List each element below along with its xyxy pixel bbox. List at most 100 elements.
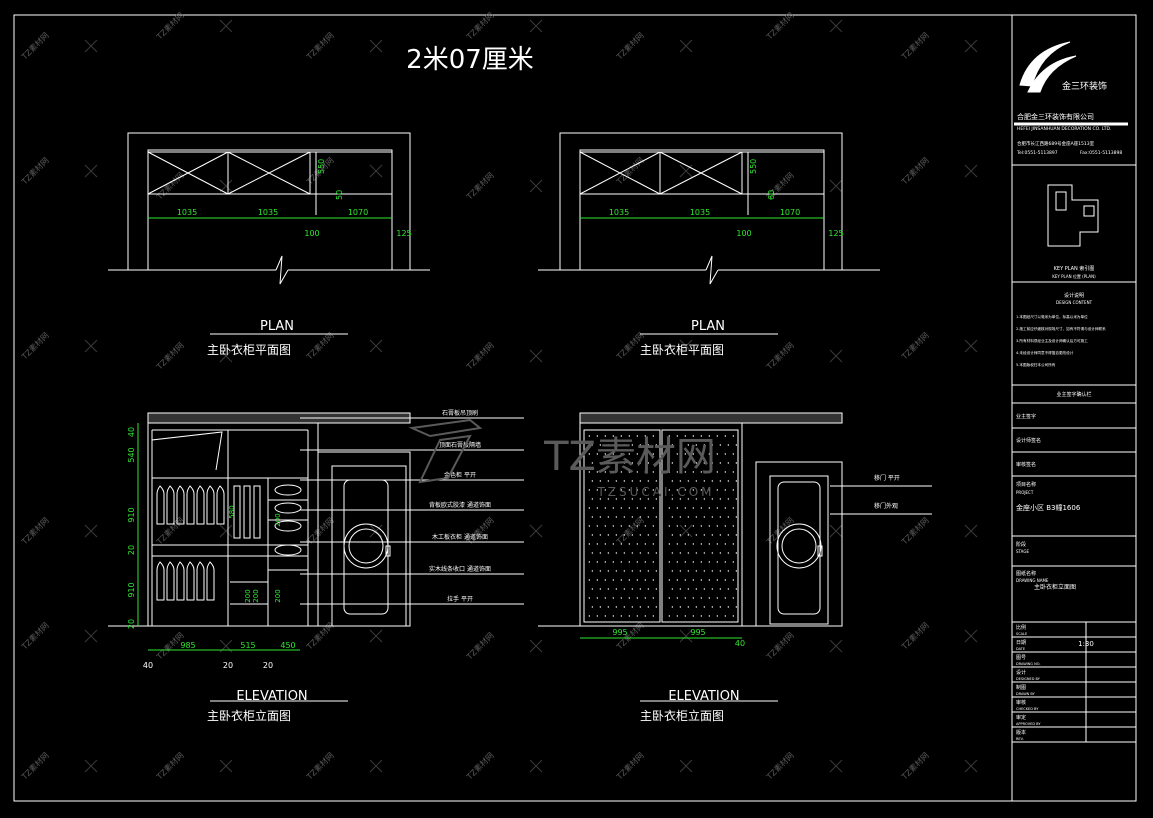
- hanging-garment: [206, 561, 215, 601]
- door-pattern-dot: [628, 471, 631, 473]
- door-pattern-dot: [591, 480, 594, 482]
- door-pattern-dot: [612, 543, 615, 545]
- door-pattern-dot: [687, 516, 690, 518]
- title-row-label: 审核: [1016, 699, 1026, 706]
- door-pattern-dot: [708, 615, 711, 617]
- door-pattern-dot: [708, 543, 711, 545]
- door-pattern-dot: [692, 597, 695, 599]
- door-pattern-dot: [687, 588, 690, 590]
- door-pattern-dot: [684, 435, 687, 437]
- door-pattern-dot: [636, 543, 639, 545]
- door-pattern-dot: [719, 516, 722, 518]
- door-pattern-dot: [711, 570, 714, 572]
- door-pattern-dot: [708, 579, 711, 581]
- title-row-sub: CHECKED BY: [1016, 707, 1039, 711]
- door-pattern-dot: [644, 525, 647, 527]
- door-pattern-dot: [668, 471, 671, 473]
- door-pattern-dot: [671, 552, 674, 554]
- door-pattern-dot: [679, 498, 682, 500]
- title-block-text: 金三环装饰 合肥金三环装饰有限公司 HEFEI JINSANHUAN DECOR…: [1016, 80, 1122, 591]
- door-pattern-dot: [724, 561, 727, 563]
- door-pattern-dot: [735, 480, 738, 482]
- hanging-garment: [216, 485, 225, 525]
- door-pattern-dot: [615, 588, 618, 590]
- door-pattern-dot: [623, 498, 626, 500]
- door-pattern-dot: [732, 525, 735, 527]
- door-pattern-dot: [612, 597, 615, 599]
- watermark-small-mark: TZ素材网: [154, 340, 186, 372]
- door-pattern-dot: [735, 552, 738, 554]
- door-pattern-dot: [612, 471, 615, 473]
- door-pattern-dot: [703, 498, 706, 500]
- plan-right-label-en: PLAN: [691, 319, 725, 334]
- watermark-small-mark: TZ素材网: [19, 750, 51, 782]
- plan-left-dims: 1035 1035 1070 100 125 550 50: [177, 159, 412, 238]
- watermark-small-mark: TZ素材网: [154, 515, 186, 547]
- door-pattern-dot: [591, 606, 594, 608]
- door-pattern-dot: [631, 444, 634, 446]
- svg-text:Fax:0551-5113898: Fax:0551-5113898: [1080, 150, 1122, 156]
- door-pattern-dot: [615, 606, 618, 608]
- door-pattern-dot: [644, 453, 647, 455]
- door-pattern-dot: [684, 453, 687, 455]
- title-row-label: 版本: [1016, 729, 1026, 736]
- svg-text:100: 100: [304, 229, 319, 238]
- door-pattern-dot: [708, 489, 711, 491]
- door-pattern-dot: [684, 543, 687, 545]
- watermark-cross: [964, 39, 978, 53]
- door-pattern-dot: [692, 471, 695, 473]
- watermark-small-mark: TZ素材网: [614, 750, 646, 782]
- watermark-cross: [219, 19, 233, 33]
- door-pattern-dot: [671, 498, 674, 500]
- door-pattern-dot: [671, 606, 674, 608]
- door-pattern-dot: [719, 570, 722, 572]
- door-pattern-dot: [732, 453, 735, 455]
- watermark-cross: [964, 524, 978, 538]
- door-pattern-dot: [676, 615, 679, 617]
- door-pattern-dot: [735, 570, 738, 572]
- door-pattern-dot: [652, 543, 655, 545]
- svg-text:合肥金三环装饰有限公司: 合肥金三环装饰有限公司: [1017, 112, 1094, 121]
- door-pattern-dot: [684, 489, 687, 491]
- door-pattern-dot: [692, 435, 695, 437]
- hanging-garment: [176, 485, 185, 525]
- door-pattern-dot: [711, 588, 714, 590]
- title-row-sub: APPROVED BY: [1016, 722, 1041, 726]
- door-pattern-dot: [732, 435, 735, 437]
- svg-text:HEFEI JINSANHUAN DECORATION CO: HEFEI JINSANHUAN DECORATION CO. LTD.: [1017, 126, 1111, 132]
- door-pattern-dot: [716, 471, 719, 473]
- door-pattern-dot: [604, 453, 607, 455]
- watermark-cross: [679, 39, 693, 53]
- door-pattern-dot: [724, 615, 727, 617]
- door-pattern-dot: [732, 489, 735, 491]
- door-pattern-dot: [636, 561, 639, 563]
- door-pattern-dot: [716, 615, 719, 617]
- door-pattern-dot: [591, 570, 594, 572]
- door-pattern-dot: [700, 507, 703, 509]
- door-pattern-dot: [724, 453, 727, 455]
- door-pattern-dot: [700, 615, 703, 617]
- door-pattern-dot: [679, 606, 682, 608]
- door-pattern-dot: [671, 480, 674, 482]
- door-pattern-dot: [647, 570, 650, 572]
- door-pattern-dot: [679, 588, 682, 590]
- svg-text:图纸名称: 图纸名称: [1016, 570, 1036, 577]
- door-pattern-dot: [623, 570, 626, 572]
- hanging-garment: [196, 485, 205, 525]
- door-pattern-dot: [668, 453, 671, 455]
- door-pattern-dot: [631, 552, 634, 554]
- hanging-garment: [253, 485, 261, 539]
- door-pattern-dot: [644, 543, 647, 545]
- door-pattern-dot: [703, 588, 706, 590]
- door-pattern-dot: [735, 534, 738, 536]
- svg-text:阶段: 阶段: [1016, 541, 1026, 548]
- plan-left-label-cn: 主卧衣柜平面图: [207, 342, 291, 357]
- door-pattern-dot: [620, 435, 623, 437]
- door-pattern-dot: [623, 462, 626, 464]
- door-pattern-dot: [676, 525, 679, 527]
- svg-text:100: 100: [736, 229, 751, 238]
- watermark-small-mark: TZ素材网: [19, 155, 51, 187]
- door-pattern-dot: [716, 579, 719, 581]
- watermark-small-mark: TZ素材网: [19, 30, 51, 62]
